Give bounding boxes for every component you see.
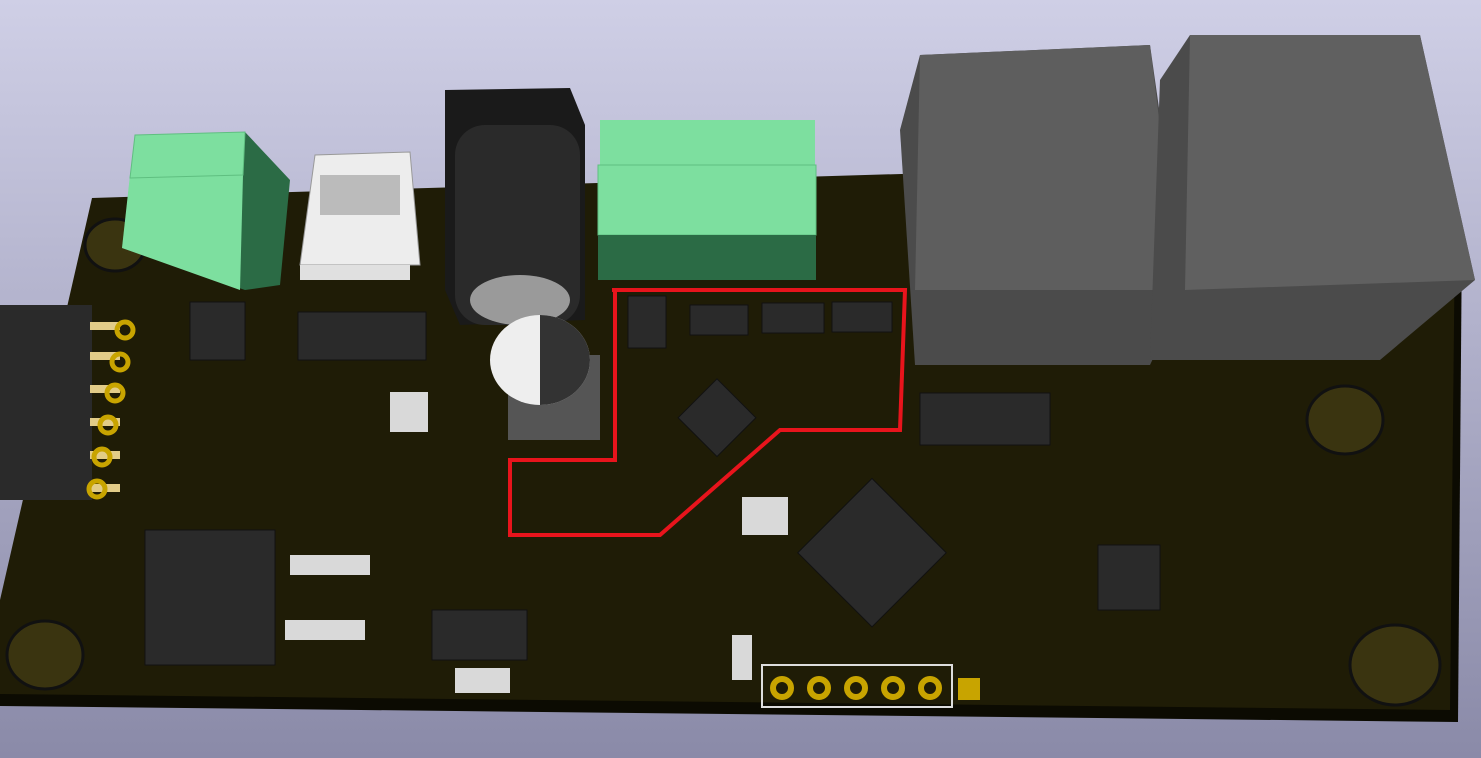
usb-mini-connector	[299, 151, 421, 280]
dc-barrel-jack	[445, 88, 585, 325]
pin-header	[761, 664, 980, 708]
mounting-holes	[5, 217, 1442, 707]
electrolytic-capacitor	[490, 315, 600, 440]
smd-pads	[285, 392, 788, 693]
terminal-block-small	[122, 131, 290, 290]
rj45-jacks	[900, 35, 1475, 365]
left-connector	[0, 305, 136, 500]
highlight-outline	[508, 288, 908, 537]
ic-chips	[144, 295, 1161, 666]
terminal-block-large	[597, 120, 817, 280]
